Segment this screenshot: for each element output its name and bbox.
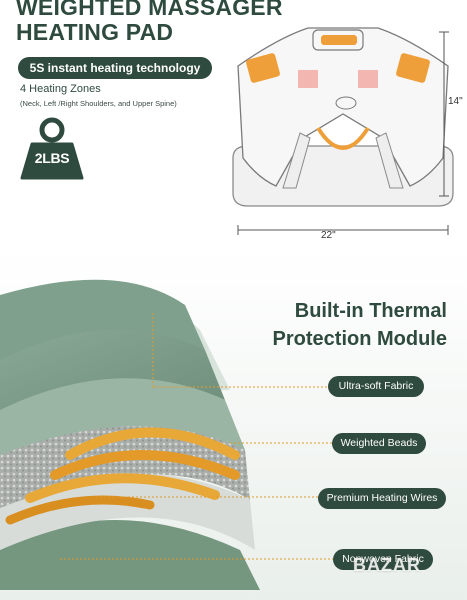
heading-line-2: Protection Module: [272, 328, 447, 350]
layer-tag-heating-wires: Premium Heating Wires: [318, 488, 446, 509]
width-dimension: 22": [321, 230, 336, 241]
height-dimension: 14": [448, 96, 463, 107]
title-line-2: HEATING PAD: [16, 19, 174, 45]
product-title: WEIGHTED MASSAGER HEATING PAD: [16, 0, 283, 45]
watermark-text: BAZAR: [353, 555, 421, 575]
kettlebell-weight-icon: [20, 117, 84, 180]
heating-zones-detail: (Neck, Left /Right Shoulders, and Upper …: [20, 99, 177, 108]
heating-tech-badge: 5S instant heating technology: [18, 57, 212, 79]
title-line-1: WEIGHTED MASSAGER: [16, 0, 283, 20]
layer-cutaway-illustration: [0, 250, 467, 600]
heating-zones-title: 4 Heating Zones: [20, 83, 101, 95]
heading-line-1: Built-in Thermal: [294, 300, 447, 322]
layer-tag-nonwoven-fabric: Nonwoven Fabric: [333, 549, 433, 570]
weight-label: 2LBS: [34, 150, 70, 166]
layer-tag-ultra-soft-fabric: Ultra-soft Fabric: [328, 376, 424, 397]
section-heading: Built-in Thermal Protection Module: [273, 297, 447, 353]
heating-pad-product-illustration: [232, 27, 454, 235]
layer-tag-weighted-beads: Weighted Beads: [332, 433, 426, 454]
